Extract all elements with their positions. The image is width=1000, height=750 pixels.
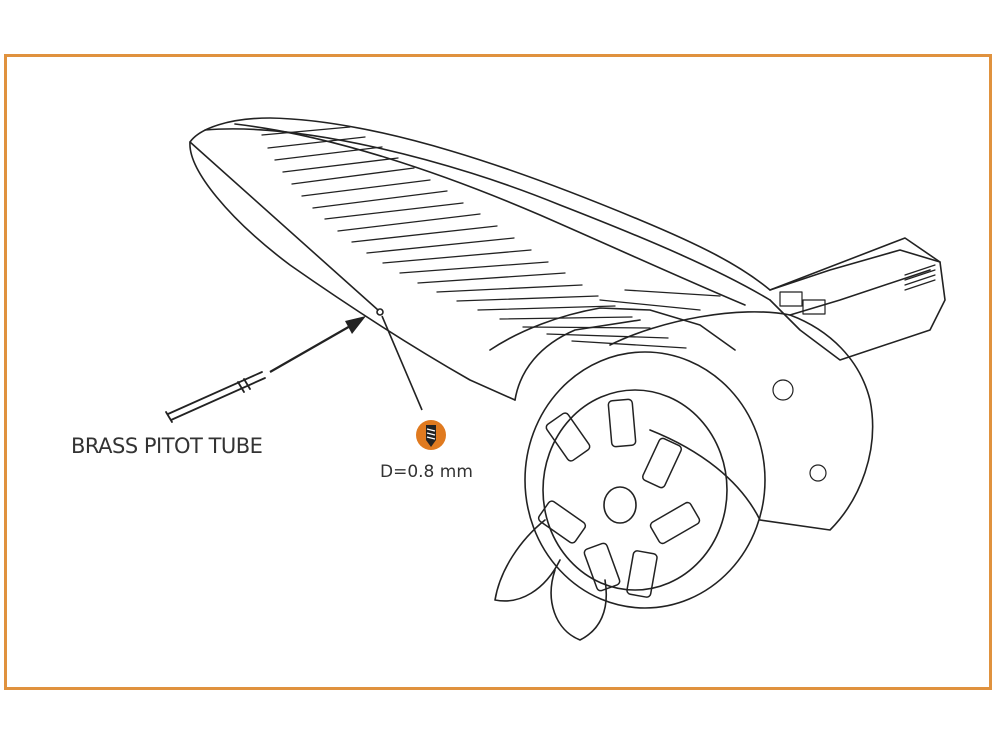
wing-outline (189, 117, 946, 361)
aileron-line (204, 128, 771, 301)
aileron-hinge-line (234, 123, 746, 306)
instruction-frame (4, 54, 992, 690)
brass-pitot-tube (165, 371, 266, 423)
assembly-arrow (269, 316, 366, 373)
spinner-ring (550, 569, 607, 641)
drill-leader-line (381, 315, 423, 411)
pitot-hole (376, 308, 384, 316)
fuselage-top-line (769, 249, 941, 291)
wing-leading-edge (189, 141, 516, 401)
propeller-blade (494, 519, 561, 602)
aileron-ribs (261, 126, 721, 349)
wing-root-panel (489, 307, 736, 351)
cooling-slots (537, 398, 701, 598)
drill-diameter-label: D=0.8 mm (380, 462, 473, 482)
fuselage-body (609, 311, 874, 531)
cowl-ring-outer (524, 351, 766, 609)
wing-fillet (514, 319, 641, 401)
pitot-tube-label: BRASS PITOT TUBE (71, 434, 263, 458)
engine-hub (603, 486, 637, 524)
cowl-ring-inner (542, 389, 728, 591)
fuselage-vents (772, 264, 936, 482)
fuselage-spine (789, 269, 931, 316)
drill-bit-icon (416, 420, 446, 450)
